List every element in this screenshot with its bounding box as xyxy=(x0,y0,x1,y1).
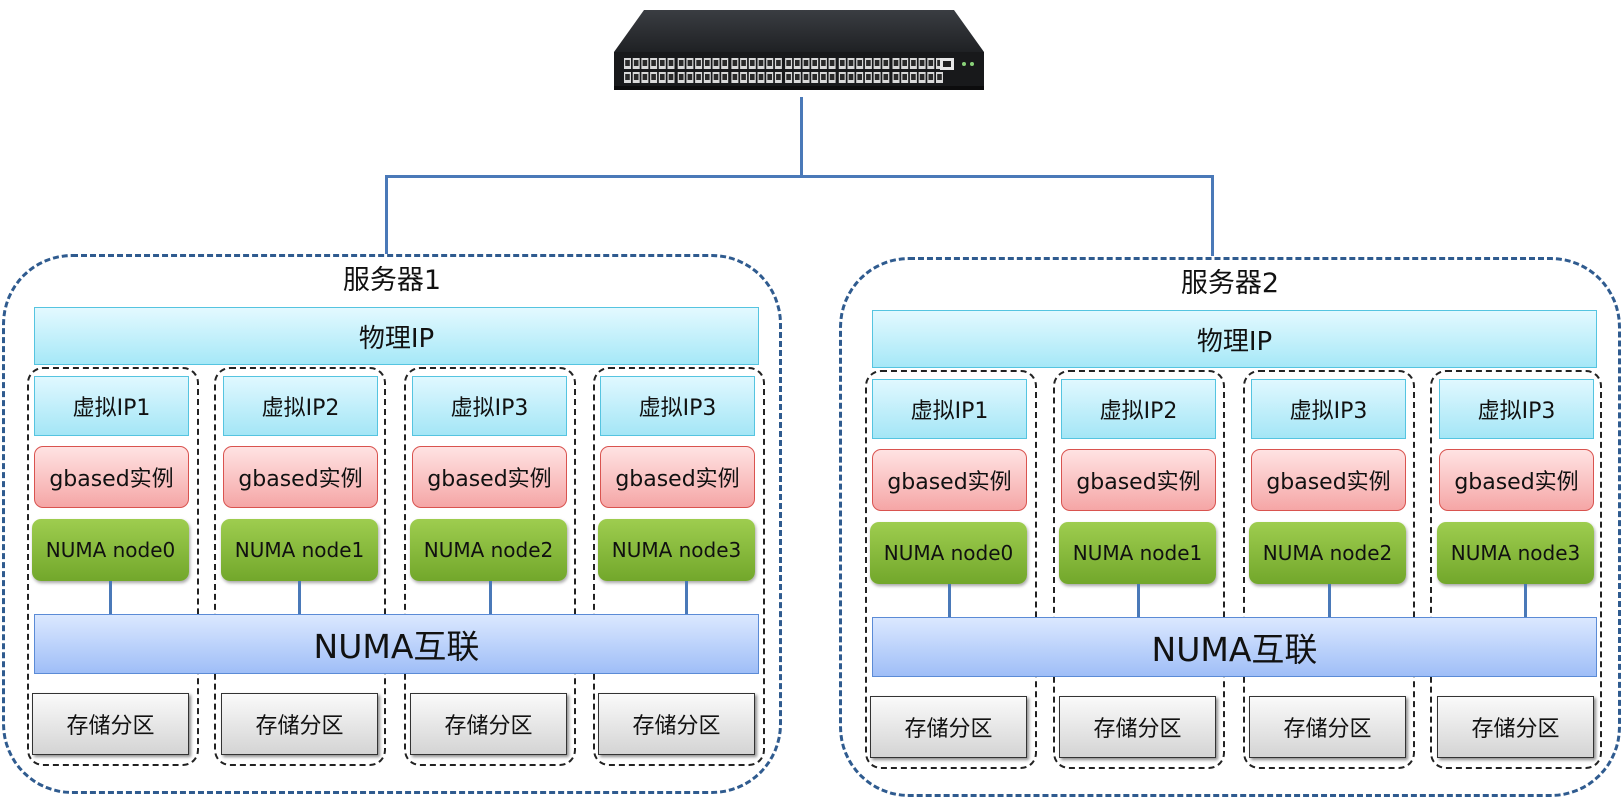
server1-physical-ip: 物理IP xyxy=(34,307,759,365)
server1-numa-node-2: NUMA node2 xyxy=(410,519,567,581)
server1-link-line xyxy=(385,175,388,254)
server2-virtual-ip-1: 虚拟IP1 xyxy=(872,379,1027,439)
server2-numa-node-0: NUMA node0 xyxy=(870,522,1027,584)
server1-partition-1-frame xyxy=(27,367,199,766)
server1-partition-2-frame xyxy=(214,367,386,766)
server1-numa-node-1: NUMA node1 xyxy=(221,519,378,581)
server1-gbased-instance-4: gbased实例 xyxy=(600,446,755,508)
server1-numa-link-1 xyxy=(298,581,301,615)
server1-storage-partition-2: 存储分区 xyxy=(221,693,378,755)
server1-gbased-instance-1: gbased实例 xyxy=(34,446,189,508)
server2-partition-3-frame xyxy=(1243,370,1415,769)
server1-gbased-instance-3: gbased实例 xyxy=(412,446,567,508)
server1-numa-link-0 xyxy=(109,581,112,615)
server2-numa-node-2: NUMA node2 xyxy=(1249,522,1406,584)
uplink-line xyxy=(800,97,803,178)
server2-link-line xyxy=(1211,175,1214,256)
server2-storage-partition-3: 存储分区 xyxy=(1249,696,1406,758)
server1-storage-partition-3: 存储分区 xyxy=(410,693,567,755)
server1-title: 服务器1 xyxy=(342,265,442,296)
server2-storage-partition-4: 存储分区 xyxy=(1437,696,1594,758)
server2-gbased-instance-1: gbased实例 xyxy=(872,449,1027,511)
server2-partition-1-frame xyxy=(865,370,1037,769)
server1-numa-node-0: NUMA node0 xyxy=(32,519,189,581)
server1-frame xyxy=(2,254,782,794)
server1-numa-node-3: NUMA node3 xyxy=(598,519,755,581)
server2-virtual-ip-4: 虚拟IP3 xyxy=(1439,379,1594,439)
server2-numa-node-3: NUMA node3 xyxy=(1437,522,1594,584)
server2-virtual-ip-2: 虚拟IP2 xyxy=(1061,379,1216,439)
server2-physical-ip: 物理IP xyxy=(872,310,1597,368)
server2-gbased-instance-4: gbased实例 xyxy=(1439,449,1594,511)
trunk-line xyxy=(385,175,1214,178)
server2-gbased-instance-2: gbased实例 xyxy=(1061,449,1216,511)
server2-numa-interconnect: NUMA互联 xyxy=(872,617,1597,677)
server1-partition-3-frame xyxy=(404,367,576,766)
server2-numa-link-3 xyxy=(1524,584,1527,618)
server2-storage-partition-2: 存储分区 xyxy=(1059,696,1216,758)
server2-partition-4-frame xyxy=(1430,370,1602,769)
server1-virtual-ip-2: 虚拟IP2 xyxy=(223,376,378,436)
server2-virtual-ip-3: 虚拟IP3 xyxy=(1251,379,1406,439)
server1-virtual-ip-3: 虚拟IP3 xyxy=(412,376,567,436)
server1-numa-link-3 xyxy=(685,581,688,615)
server2-partition-2-frame xyxy=(1053,370,1225,769)
server2-title: 服务器2 xyxy=(1180,268,1280,299)
server1-virtual-ip-1: 虚拟IP1 xyxy=(34,376,189,436)
server1-virtual-ip-4: 虚拟IP3 xyxy=(600,376,755,436)
server2-numa-node-1: NUMA node1 xyxy=(1059,522,1216,584)
network-switch-icon xyxy=(614,10,984,90)
server1-storage-partition-1: 存储分区 xyxy=(32,693,189,755)
server1-gbased-instance-2: gbased实例 xyxy=(223,446,378,508)
server2-storage-partition-1: 存储分区 xyxy=(870,696,1027,758)
server1-storage-partition-4: 存储分区 xyxy=(598,693,755,755)
server2-gbased-instance-3: gbased实例 xyxy=(1251,449,1406,511)
server2-numa-link-1 xyxy=(1137,584,1140,618)
server1-numa-link-2 xyxy=(489,581,492,615)
server1-partition-4-frame xyxy=(593,367,765,766)
server1-numa-interconnect: NUMA互联 xyxy=(34,614,759,674)
server2-numa-link-0 xyxy=(948,584,951,618)
server2-numa-link-2 xyxy=(1328,584,1331,618)
